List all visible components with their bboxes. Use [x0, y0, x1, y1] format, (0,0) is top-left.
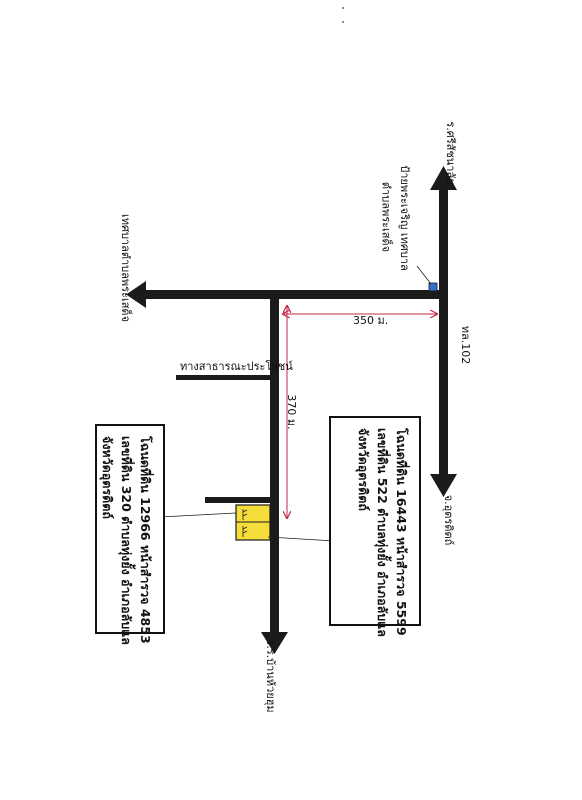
south-school-label: ร.ร.บ้านห้วยฮุม [264, 639, 277, 713]
deed-2-line-2: เลขที่ดิน 320 ตำบลทุ่งยั้ง อำเภอลับแล [119, 436, 134, 645]
deed-1-line-1: โฉนดที่ดิน 16443 หน้าสำรวจ 5599 [394, 428, 409, 636]
public-way-label: ทางสาธารณะประโยชน์ [180, 360, 293, 373]
deed-box-2: โฉนดที่ดิน 12966 หน้าสำรวจ 4853 เลขที่ดิ… [95, 424, 165, 645]
south-arrow-head [430, 474, 457, 497]
land-plot [235, 504, 271, 541]
west-road-label: เทศบาลตำบลพระเสด็จ [119, 213, 132, 323]
inner-arrow-head [261, 632, 288, 654]
plot-access-road [205, 497, 273, 503]
deed-1-line-3: จังหวัดอุตรดิตถ์ [356, 428, 371, 511]
distance-350-label: 350 ม. [353, 314, 389, 327]
deed-2-line-3: จังหวัดอุตรดิตถ์ [100, 436, 115, 519]
landmark-leader [416, 265, 432, 285]
inner-road [261, 297, 288, 654]
south-uttaradit-label: จ.อุตรดิตถ์ [442, 494, 455, 546]
temple-label: ป้ายพระเจริญ เทศบาล [398, 165, 411, 271]
landmark-marker [428, 282, 438, 292]
temple-sub-label: ตำบลพระเสด็จ [379, 181, 393, 253]
deed-1-line-2: เลขที่ดิน 522 ตำบลทุ่งยั้ง อำเภอลับแล [375, 428, 390, 637]
highway-label: ทล.102 [459, 325, 472, 365]
highway-road [430, 166, 457, 497]
scan-speck [342, 7, 344, 9]
public-way-road [176, 375, 274, 380]
scan-speck [342, 21, 344, 23]
deed2-leader [159, 512, 237, 518]
distance-370-label: 370 ม. [285, 394, 298, 430]
west-road [126, 281, 442, 308]
deed-box-1: โฉนดที่ดิน 16443 หน้าสำรวจ 5599 เลขที่ดิ… [329, 416, 421, 637]
west-arrow-head [126, 281, 146, 308]
north-school-label: ร.ศรีสัชนาลัย [444, 121, 457, 185]
north-arrow-head [430, 166, 457, 190]
deed-2-line-1: โฉนดที่ดิน 12966 หน้าสำรวจ 4853 [138, 436, 153, 644]
